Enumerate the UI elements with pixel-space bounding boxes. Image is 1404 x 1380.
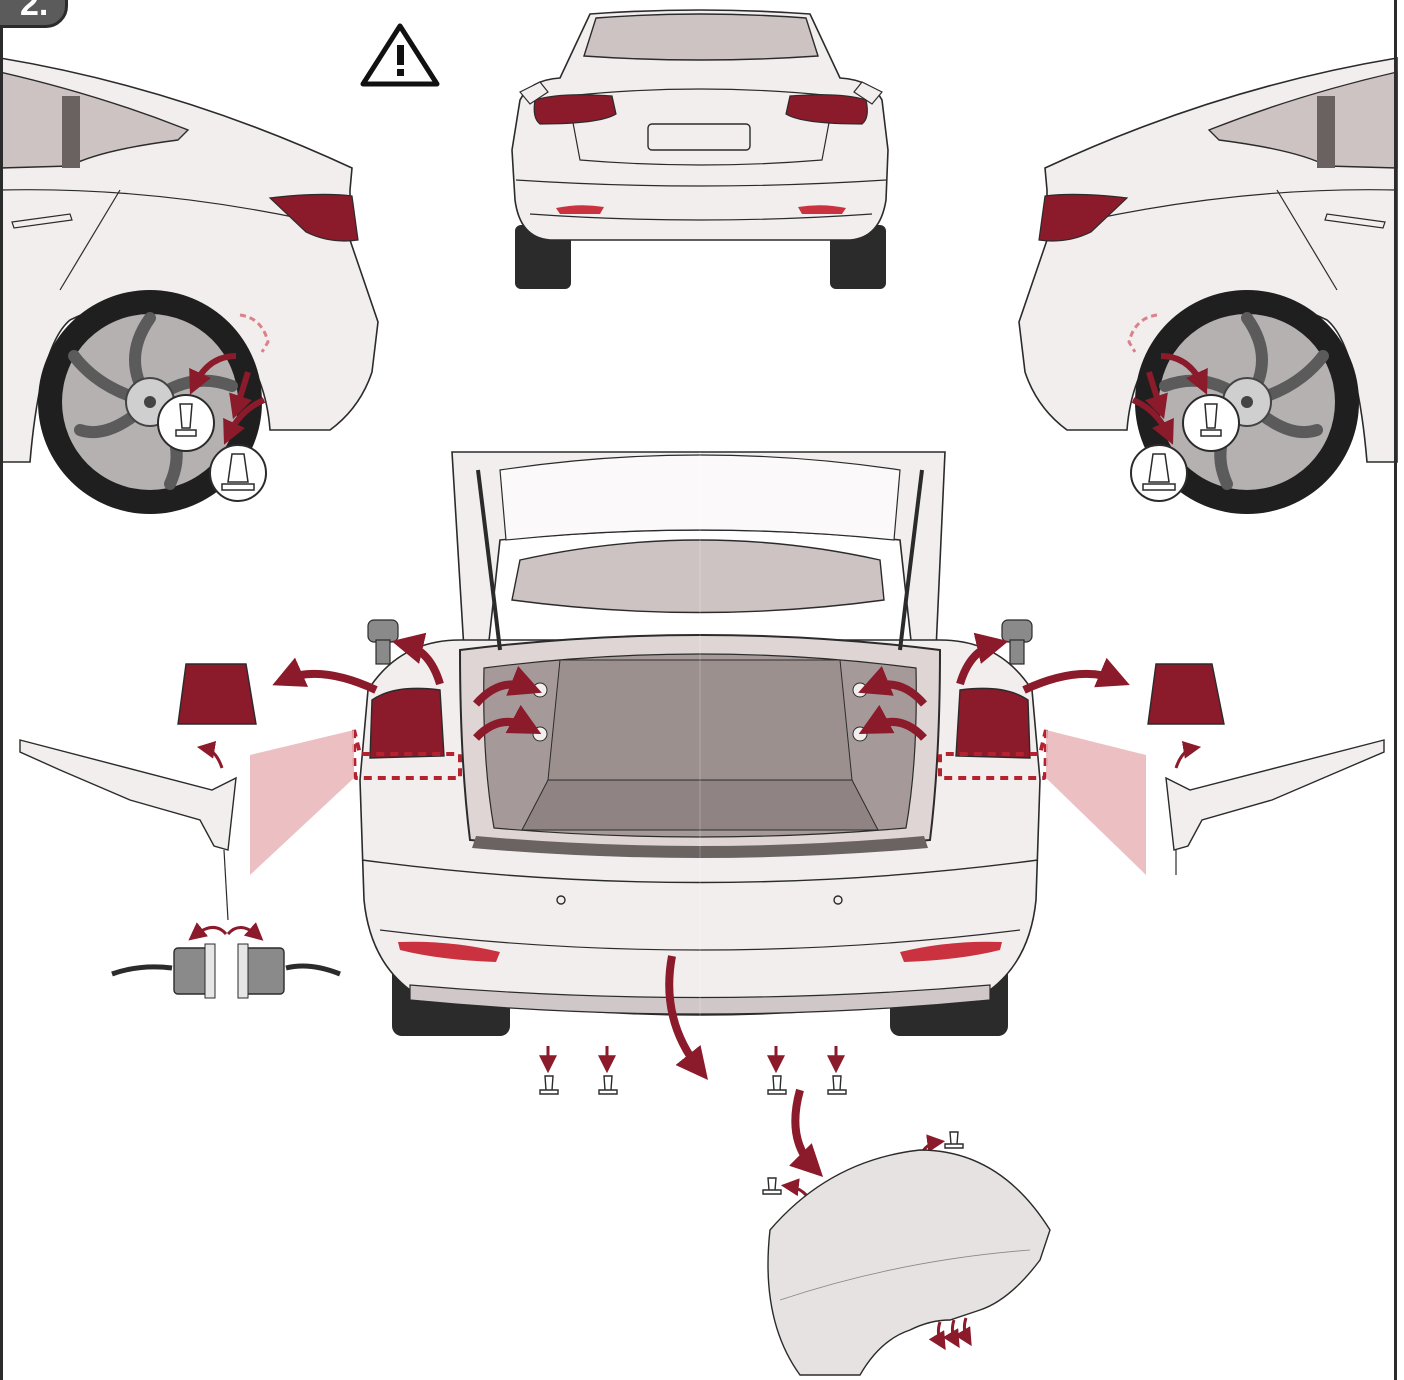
step-number: 2. (20, 0, 48, 22)
car-right-side-icon (1019, 58, 1397, 514)
taillight-left-icon (178, 664, 256, 724)
page-frame-left (0, 0, 3, 1380)
taillight-right-icon (1148, 664, 1224, 724)
page-frame-right (1394, 0, 1397, 1380)
wheel-arch-liner-icon (768, 1150, 1050, 1375)
car-left-side-icon (0, 58, 378, 514)
wire-connector-icon (112, 944, 340, 998)
warning-triangle-icon (363, 26, 437, 84)
trunk-open-car-icon (360, 452, 1040, 1036)
car-rear-view-icon (512, 10, 888, 289)
